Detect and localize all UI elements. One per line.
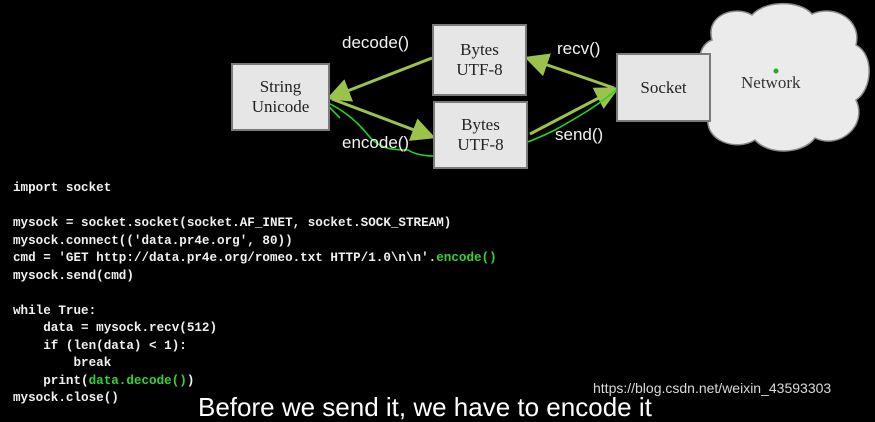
decode-label: decode() [342,33,410,52]
code-text: ) [186,373,195,388]
socket-label: Socket [640,77,687,97]
diagram-canvas [304,2,870,158]
bytes-bottom-line1: Bytes [461,115,500,134]
send-arrow [529,87,620,136]
encode-highlight: encode() [436,251,497,265]
code-line: mysock = socket.socket(socket.AF_INET, s… [13,216,452,230]
code-line-decode: print(data.decode()) [13,373,497,391]
encode-arrow [331,97,436,141]
decode-arrow [326,56,433,102]
decode-highlight: data.decode() [88,373,187,388]
code-line: mysock.send(cmd) [13,268,134,283]
bytes-utf8-bottom-box: Bytes UTF-8 [433,101,528,169]
code-line [13,198,497,216]
code-text: cmd = 'GET http://data.pr4e.org/romeo.tx… [13,251,437,265]
code-line: mysock.close() [13,391,119,405]
code-text: print( [13,373,89,388]
code-line: if (len(data) < 1): [13,338,187,353]
socket-box: Socket [616,53,711,122]
send-label: send() [555,125,604,144]
code-line: mysock.connect(('data.pr4e.org', 80)) [13,233,293,248]
code-line-encode: cmd = 'GET http://data.pr4e.org/romeo.tx… [13,250,497,268]
code-line: while True: [13,303,97,318]
recv-label: recv() [557,39,601,58]
string-unicode-box: String Unicode [231,63,330,131]
encode-label: encode() [342,133,410,152]
bytes-top-line2: UTF-8 [456,60,503,79]
watermark: https://blog.csdn.net/weixin_43593303 [593,380,832,396]
code-line: data = mysock.recv(512) [13,321,218,335]
cursor-dot [773,68,779,74]
code-line: break [13,356,112,370]
code-block: import socket mysock = socket.socket(sock… [13,180,497,408]
network-label: Network [741,73,801,92]
string-box-line1: String [259,77,302,96]
recv-arrow [524,53,615,90]
video-subtitle: Before we send it, we have to encode it [198,392,652,422]
code-line: import socket [13,181,112,195]
bytes-bottom-line2: UTF-8 [457,135,504,154]
bytes-utf8-top-box: Bytes UTF-8 [432,24,527,96]
bytes-top-line1: Bytes [460,40,499,59]
string-box-line2: Unicode [251,97,310,116]
code-line [13,285,497,303]
